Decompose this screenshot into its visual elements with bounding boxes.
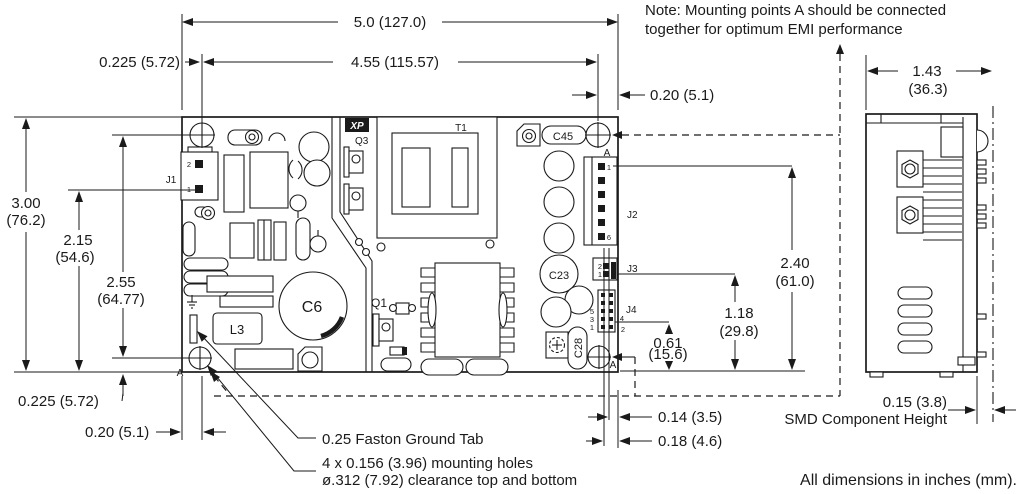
dim-height-j1-2: (54.6) — [55, 249, 94, 266]
dim-width-holes: 4.55 (115.57) — [351, 54, 439, 71]
connector-j3 — [592, 257, 618, 281]
dim-height-j4-2: (15.6) — [648, 346, 687, 363]
label-j4-pin3: 3 — [590, 315, 594, 324]
secondary-side-components — [516, 123, 594, 370]
units-note: All dimensions in inches (mm). — [800, 472, 1017, 489]
label-c28: C28 — [573, 338, 585, 358]
callout-faston: 0.25 Faston Ground Tab — [322, 431, 484, 448]
note-line-2: together for optimum EMI performance — [645, 21, 903, 38]
transformer-t1 — [376, 116, 498, 252]
ground-symbol — [187, 295, 197, 309]
transistor-q1 — [372, 302, 417, 372]
dimension-lines: 5.0 (127.0) 4.55 (115.57) 0.225 (5.72) 0… — [6, 14, 1016, 450]
label-j1-pin2: 2 — [187, 160, 191, 169]
label-j4-pin1: 1 — [590, 323, 594, 332]
dim-height-j1-1: 2.15 — [63, 232, 92, 249]
dim-pin-edge-2: 0.18 (4.6) — [658, 433, 722, 450]
label-c6: C6 — [302, 299, 323, 316]
capacitor-c6 — [278, 271, 348, 341]
dim-offset-top-left: 0.225 (5.72) — [99, 54, 180, 71]
callout-holes-1: 4 x 0.156 (3.96) mounting holes — [322, 455, 533, 472]
dim-height-j2-2: (61.0) — [775, 273, 814, 290]
capacitor — [303, 159, 331, 187]
label-c45: C45 — [553, 131, 573, 143]
label-j4-pin2: 2 — [621, 325, 625, 334]
faston-ground-tab — [189, 314, 198, 344]
label-j1: J1 — [166, 175, 177, 186]
component-arc — [268, 132, 286, 142]
dim-pin-edge-1: 0.14 (3.5) — [658, 409, 722, 426]
callout-smd-1: 0.15 (3.8) — [883, 394, 947, 411]
dim-offset-bottom-h: 0.20 (5.1) — [85, 424, 149, 441]
label-j2-pin1: 1 — [607, 163, 611, 172]
dim-height-j3-2: (29.8) — [719, 323, 758, 340]
capacitor-c28 — [567, 326, 588, 370]
label-j3: J3 — [627, 264, 638, 275]
label-j2: J2 — [627, 210, 638, 221]
transistor-q3 — [343, 146, 364, 215]
xp-logo-text: XP — [349, 121, 364, 132]
primary-side-components — [180, 129, 348, 372]
label-j3-pin2: 2 — [598, 262, 602, 271]
capacitor — [298, 131, 330, 163]
capacitor-c23 — [539, 254, 579, 294]
film-cap — [249, 151, 289, 209]
note-line-1: Note: Mounting points A should be connec… — [645, 2, 946, 19]
xp-logo: XP — [345, 118, 369, 132]
dim-width-overall: 5.0 (127.0) — [354, 14, 427, 31]
foot — [939, 371, 954, 378]
label-j4: J4 — [626, 305, 637, 316]
vent-slots — [897, 286, 933, 354]
connector-j4 — [597, 289, 616, 333]
heatsink-fins — [923, 159, 962, 241]
side-bulge — [976, 129, 989, 153]
smd-component — [957, 356, 976, 366]
dim-height-j4-1: 0.61 — [653, 335, 682, 352]
label-j4-pin5: 5 — [590, 307, 594, 316]
emi-connection-path — [210, 44, 844, 397]
mounting-hole-bottom-left — [188, 346, 212, 370]
mounting-hole-top-right — [585, 122, 611, 148]
dim-side-width-1: 1.43 — [912, 63, 941, 80]
side-view — [865, 106, 994, 422]
film-cap — [223, 154, 245, 213]
dim-height-holes-2: (64.77) — [97, 291, 145, 308]
diode — [389, 346, 405, 356]
label-mount-a-tr: A — [604, 148, 611, 159]
label-mount-a-br: A — [610, 360, 617, 371]
dim-height-overall-1: 3.00 — [11, 195, 40, 212]
heatsink-transformer — [420, 262, 515, 376]
dim-height-j2-1: 2.40 — [780, 255, 809, 272]
label-q3: Q3 — [355, 136, 369, 147]
side-pins — [976, 159, 987, 358]
callout-leaders — [197, 331, 316, 472]
label-j1-pin1: 1 — [187, 185, 191, 194]
connector-j2 — [583, 156, 618, 246]
dim-offset-top-right: 0.20 (5.1) — [650, 87, 714, 104]
dim-height-j3-1: 1.18 — [724, 305, 753, 322]
label-j2-pin6: 6 — [607, 233, 611, 242]
callout-smd-2: SMD Component Height — [784, 411, 947, 428]
label-c23: C23 — [549, 270, 569, 282]
dim-side-width-2: (36.3) — [908, 81, 947, 98]
label-q1: Q1 — [371, 296, 387, 310]
label-j3-pin1: 1 — [598, 270, 602, 279]
label-j4-pin4: 4 — [620, 314, 624, 323]
isolation-slot — [331, 117, 373, 372]
label-mount-a-bl: A — [177, 368, 184, 379]
callout-holes-2: ø.312 (7.92) clearance top and bottom — [322, 472, 577, 489]
inductor-l3 — [212, 312, 263, 345]
foot — [869, 371, 884, 378]
dim-offset-bottom-v: 0.225 (5.72) — [18, 393, 99, 410]
label-l3: L3 — [230, 322, 244, 337]
dim-height-holes-1: 2.55 — [106, 274, 135, 291]
label-t1: T1 — [455, 123, 467, 134]
dim-height-overall-2: (76.2) — [6, 212, 45, 229]
